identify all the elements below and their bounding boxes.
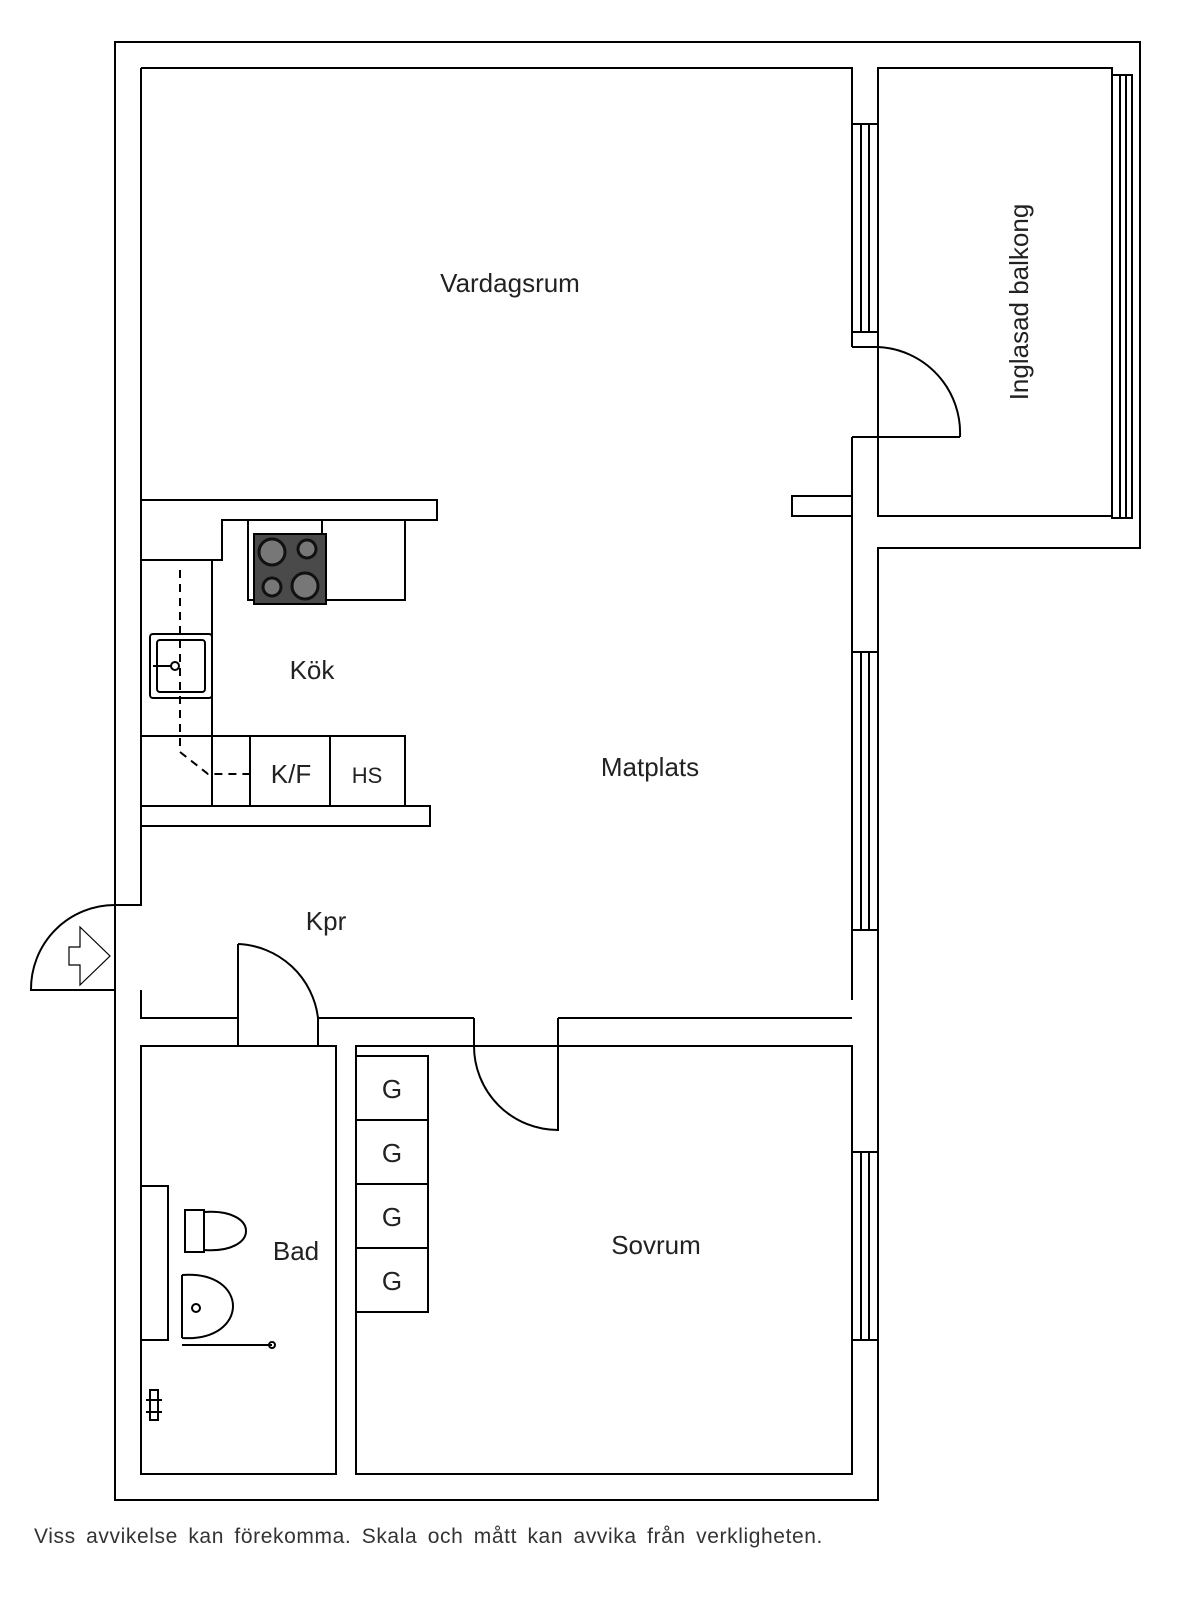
window-dining [851, 651, 879, 931]
window-living [851, 123, 879, 333]
disclaimer-text: Viss avvikelse kan förekomma. Skala och … [34, 1525, 823, 1548]
shower-icon [146, 1389, 162, 1421]
entrance-door [29, 904, 116, 991]
bedroom-door [473, 1018, 559, 1132]
wardrobe-label: G [382, 1074, 402, 1104]
wardrobe-label: G [382, 1138, 402, 1168]
balcony-walls [877, 67, 1113, 517]
kitchen-left-counter [140, 560, 213, 736]
hall-walls [140, 944, 852, 1047]
cabinet-dashed-line [179, 570, 250, 775]
entrance-arrow-icon [68, 925, 111, 987]
room-label-sovrum: Sovrum [611, 1230, 701, 1260]
wardrobe-label: G [382, 1202, 402, 1232]
room-label-kok: Kök [290, 655, 336, 685]
sink-icon [181, 1273, 234, 1340]
kitchen-wall [140, 805, 431, 827]
window-bedroom [851, 1151, 879, 1341]
wardrobe-label: G [382, 1266, 402, 1296]
bedroom-outline [355, 1045, 853, 1475]
kitchen-sink-icon [149, 633, 213, 699]
outer-wall-outline [114, 41, 1141, 1501]
living-room-walls [140, 67, 853, 1000]
balcony-window [1111, 74, 1133, 519]
room-label-bad: Bad [273, 1236, 319, 1266]
balcony-door [852, 346, 962, 438]
bathroom-outline [140, 1045, 337, 1475]
room-label-matplats: Matplats [601, 752, 699, 782]
room-label-balkong: Inglasad balkong [1004, 204, 1034, 401]
toilet-icon [184, 1209, 247, 1253]
fridge-freezer-label: K/F [271, 759, 311, 789]
hs-label: HS [352, 763, 383, 788]
room-label-vardagsrum: Vardagsrum [440, 268, 580, 298]
room-label-kpr: Kpr [306, 906, 347, 936]
bathroom-door [237, 943, 319, 1019]
